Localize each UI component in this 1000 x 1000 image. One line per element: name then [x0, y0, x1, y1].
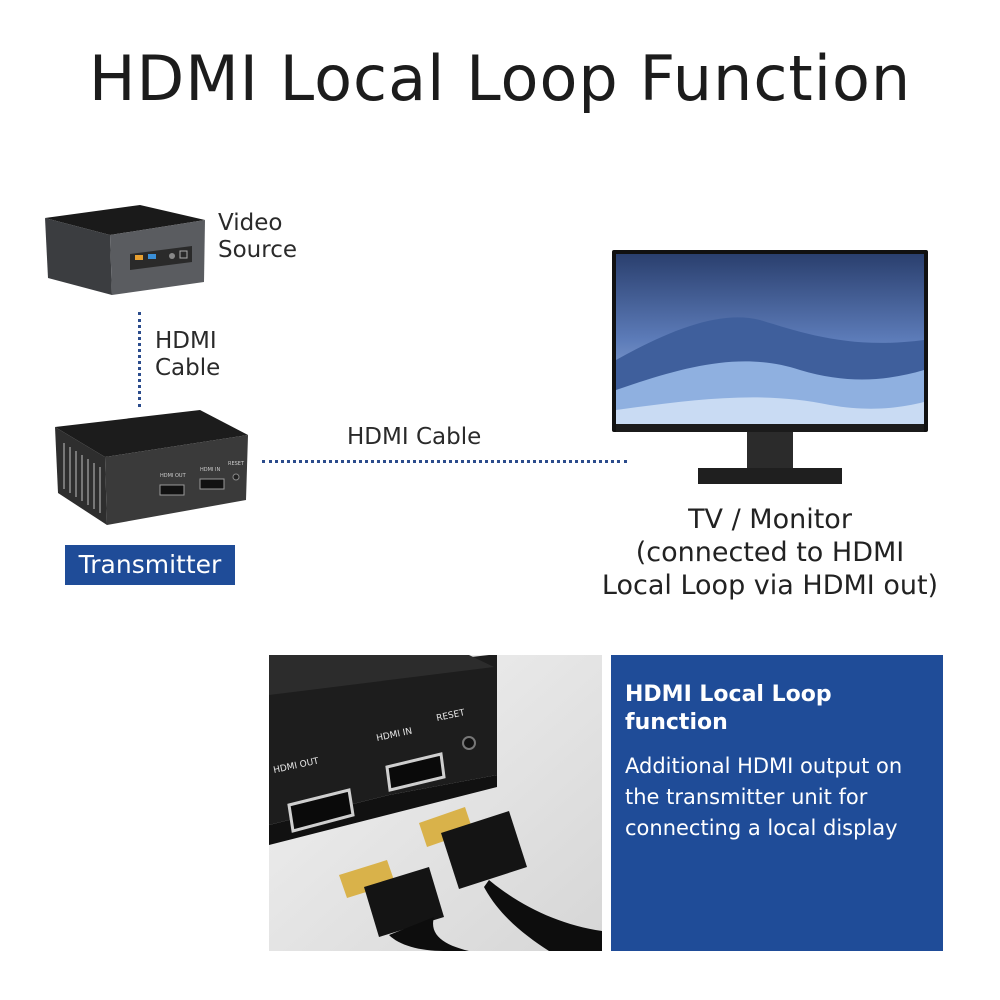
hdmi-out-port-label: HDMI OUT [160, 473, 187, 479]
horizontal-hdmi-cable [262, 460, 627, 463]
mini-pc-icon [45, 205, 205, 295]
info-box: HDMI Local Loop function Additional HDMI… [611, 655, 943, 951]
hdmi-in-port-label: HDMI IN [200, 467, 220, 473]
info-line: the transmitter unit for [625, 785, 868, 809]
horizontal-cable-label: HDMI Cable [347, 424, 482, 450]
vertical-hdmi-cable [138, 312, 141, 407]
page-title: HDMI Local Loop Function [88, 42, 912, 115]
video-source-label: Video Source [218, 210, 297, 263]
info-box-title: HDMI Local Loop function [625, 682, 832, 735]
reset-port-label: RESET [228, 461, 245, 467]
tv-monitor-caption: TV / Monitor (connected to HDMI Local Lo… [601, 504, 939, 601]
transmitter-icon: HDMI OUT HDMI IN RESET [55, 410, 248, 525]
info-box-body: Additional HDMI output on the transmitte… [625, 751, 929, 844]
info-line: connecting a local display [625, 816, 898, 840]
vertical-cable-label: HDMI Cable [155, 328, 221, 381]
info-line: Additional HDMI output on [625, 754, 903, 778]
transmitter-label: Transmitter [65, 545, 235, 585]
monitor-icon [612, 250, 928, 484]
hdmi-cable-photo: HDMI OUT HDMI IN RESET [269, 655, 602, 951]
